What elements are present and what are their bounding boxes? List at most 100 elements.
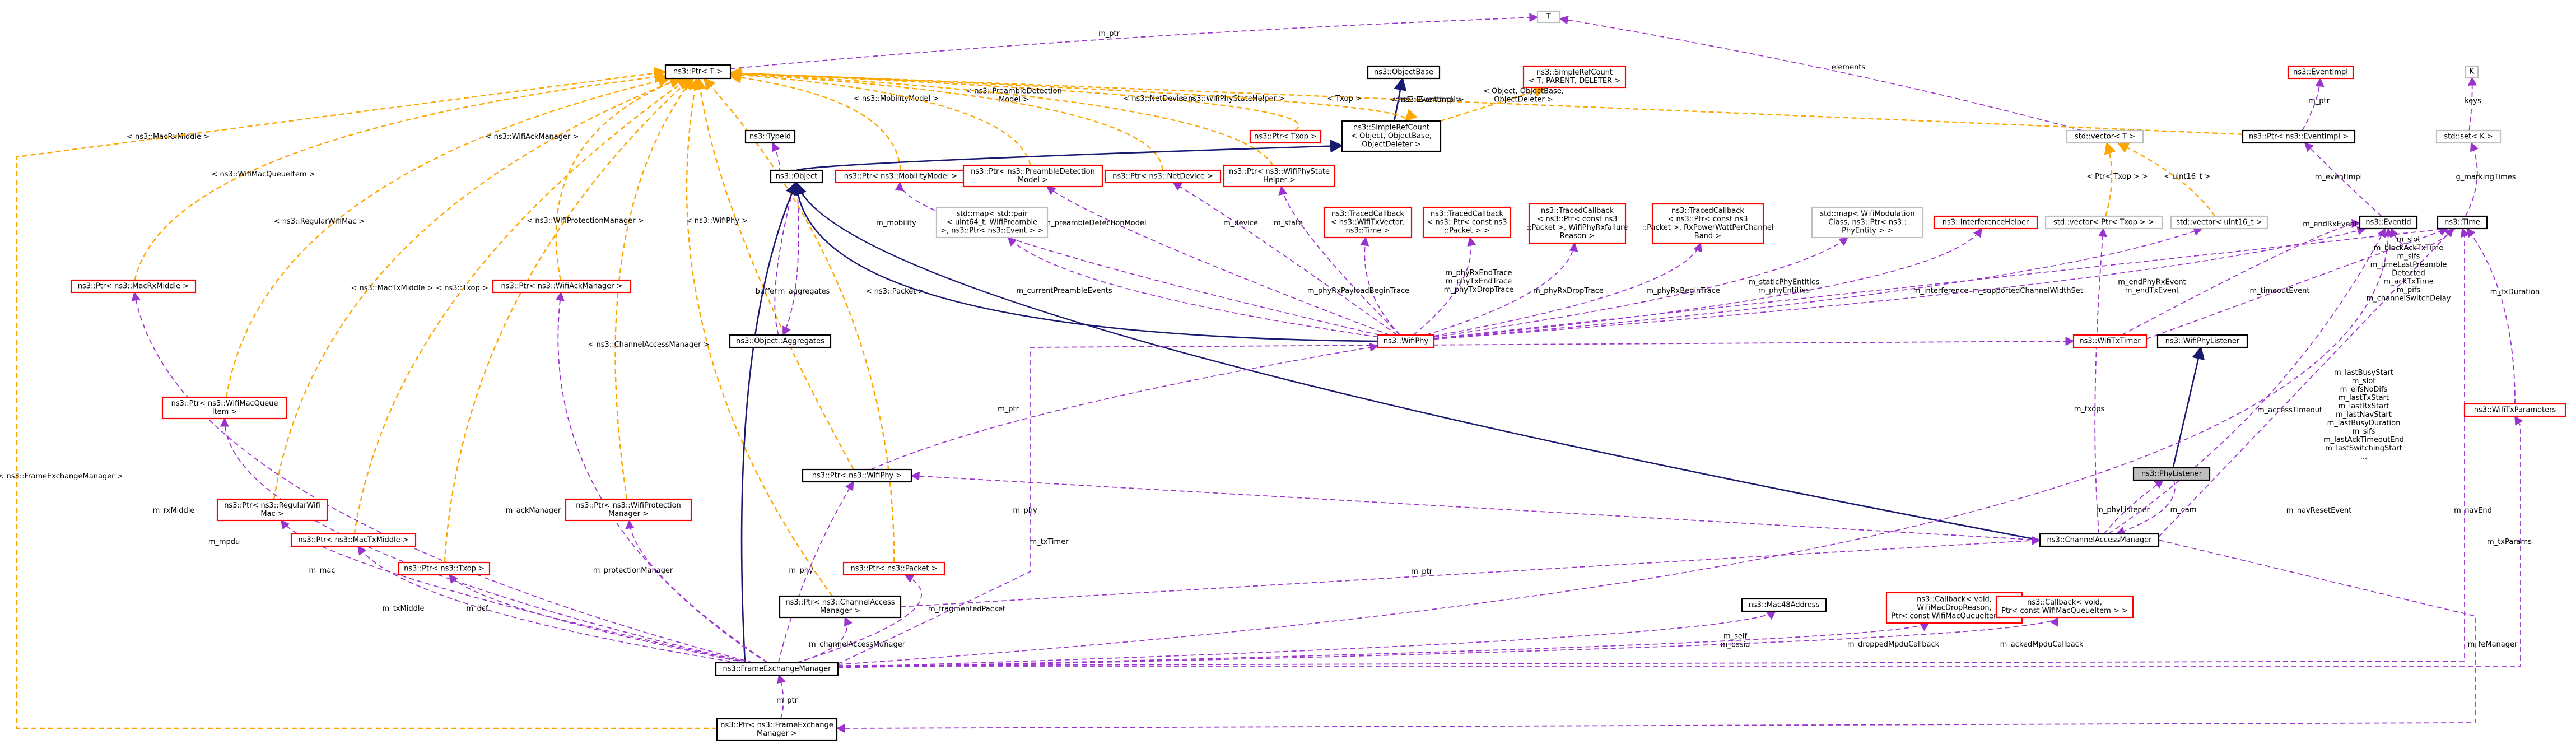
edge-label-line: < Object, ObjectBase, [1483,87,1564,96]
class-node-MapPreamble[interactable]: std::map< std::pair< uint64_t, WifiPream… [935,206,1049,239]
edge-line [729,67,2243,135]
class-node-SimpleRefCountObj[interactable]: ns3::SimpleRefCount< Object, ObjectBase,… [1341,120,1442,152]
class-node-TypeId[interactable]: ns3::TypeId [744,129,796,144]
class-node-TracedCbRxPower[interactable]: ns3::TracedCallback< ns3::Ptr< const ns3… [1642,203,1774,244]
class-node-PtrNetDevice[interactable]: ns3::Ptr< ns3::NetDevice > [1104,169,1222,184]
edge-line [357,545,739,663]
class-node-Mac48Address[interactable]: ns3::Mac48Address [1741,598,1827,612]
class-node-CallbackDropped[interactable]: ns3::Callback< void,WifiMacDropReason,Pt… [1885,592,2023,624]
edge-label: < ns3::MacTxMiddle > [351,284,434,292]
edge-WifiPhy-to-Object [790,181,1378,342]
class-node-WifiTxParameters[interactable]: ns3::WifiTxParameters [2463,403,2566,417]
edge-label-line: m_timeoutEvent [2249,287,2309,295]
class-node-WifiTxTimer[interactable]: ns3::WifiTxTimer [2072,334,2148,348]
edge-line [1433,242,1702,337]
edge-label: m_mobility [876,219,916,227]
class-node-Time[interactable]: ns3::Time [2437,215,2488,230]
class-name-line: Helper > [1263,176,1296,184]
edge-line [686,77,833,597]
class-node-WifiPhy[interactable]: ns3::WifiPhy [1377,334,1435,348]
class-name-line: T [1546,13,1551,21]
edge-label-line: m_endPhyRxEvent [2118,278,2186,287]
class-node-VectorT[interactable]: std::vector< T > [2066,129,2144,144]
edge-line [729,71,901,171]
class-name: ns3::WifiTxTimer [2079,337,2141,346]
edge-label-line: m_channelAccessManager [809,640,906,649]
class-node-ObjectAggregates[interactable]: ns3::Object::Aggregates [729,334,832,348]
class-node-EventId[interactable]: ns3::EventId [2359,215,2418,230]
class-name-line: ns3::Object::Aggregates [736,337,824,346]
class-node-PhyListener[interactable]: ns3::PhyListener [2132,467,2211,481]
class-node-CallbackAcked[interactable]: ns3::Callback< void,Ptr< const WifiMacQu… [1995,595,2134,619]
class-name: ns3::Ptr< ns3::NetDevice > [1112,173,1213,181]
edge-line [838,415,2523,667]
class-node-VectorUint16[interactable]: std::vector< uint16_t > [2170,215,2268,230]
class-node-PtrMacTxMiddle[interactable]: ns3::Ptr< ns3::MacTxMiddle > [290,533,417,547]
class-node-Object[interactable]: ns3::Object [770,169,823,184]
class-node-WifiPhyListener[interactable]: ns3::WifiPhyListener [2156,334,2248,348]
edge-WifiPhy-to-MapPreamble: m_currentPreambleEvents [1007,236,1378,338]
edge-line [273,77,682,500]
class-name: ns3::Time [2444,218,2480,227]
class-name: ns3::Ptr< ns3::MacRxMiddle > [78,282,189,291]
class-name: ns3::Ptr< ns3::EventImpl > [2249,133,2349,141]
class-name-line: ns3::Ptr< ns3::PreambleDetection [971,168,1095,176]
edge-line [729,68,1163,171]
class-node-VectorPtrTxop[interactable]: std::vector< Ptr< Txop > > [2044,215,2163,230]
edge-label: m_channelAccessManager [809,640,906,649]
class-node-TracedCbTxVector[interactable]: ns3::TracedCallback< ns3::WifiTxVector,n… [1323,206,1413,239]
edge-Time-to-SetK: g_markingTimes [2456,142,2516,217]
class-name-line: WifiMacDropReason, [1917,604,1992,612]
edge-line [2465,142,2479,217]
edge-FrameExchangeManager-to-Object [740,181,798,663]
edge-label-line: m_txParams [2487,538,2532,546]
class-node-PtrWifiAckManager[interactable]: ns3::Ptr< ns3::WifiAckManager > [492,279,632,294]
class-node-TracedCbDrop[interactable]: ns3::TracedCallback< ns3::Ptr< const ns3… [1527,203,1628,244]
class-node-EventImpl[interactable]: ns3::EventImpl [2287,65,2354,80]
edge-line [2116,142,2216,217]
class-node-K[interactable]: K [2465,65,2479,78]
class-node-PtrEventImpl[interactable]: ns3::Ptr< ns3::EventImpl > [2242,129,2356,144]
class-box [2132,467,2211,481]
class-node-SetK[interactable]: std::set< K > [2435,129,2502,144]
edge-label-line: m_lastBusyDuration [2327,419,2401,427]
edge-label-line: < Ptr< Txop > > [2086,173,2148,181]
class-node-PtrPacket[interactable]: ns3::Ptr< ns3::Packet > [842,561,945,576]
edge-label: elements [1832,63,1866,72]
class-node-PtrMacRxMiddle[interactable]: ns3::Ptr< ns3::MacRxMiddle > [70,279,197,294]
edge-label: m_droppedMpduCallback [1847,640,1940,649]
class-node-T[interactable]: T [1536,10,1561,24]
edge-label-line: m_phyRxPayloadBeginTrace [1307,287,1409,295]
class-node-FrameExchangeManager[interactable]: ns3::FrameExchangeManager [715,662,839,676]
edge-VectorUint16-to-VectorT: < uint16_t > [2116,142,2216,217]
class-name-line: < T, PARENT, DELETER > [1529,77,1620,85]
class-node-PtrWifiPhy[interactable]: ns3::Ptr< ns3::WifiPhy > [802,468,912,483]
class-node-TracedCbPacket[interactable]: ns3::TracedCallback< ns3::Ptr< const ns3… [1422,206,1512,239]
class-node-PtrTxop[interactable]: ns3::Ptr< Txop > [1249,129,1322,144]
class-box [962,164,1103,188]
class-name-line: ns3::Ptr< ns3::NetDevice > [1112,173,1213,181]
class-node-InterferenceHelper[interactable]: ns3::InterferenceHelper [1933,215,2038,230]
class-node-ObjectBase[interactable]: ns3::ObjectBase [1367,65,1441,80]
class-node-PtrT[interactable]: ns3::Ptr< T > [664,64,732,80]
class-node-ChannelAccessManager[interactable]: ns3::ChannelAccessManager [2039,533,2160,547]
class-name-line: < ns3::Ptr< const ns3 [1538,215,1618,224]
edge-line [694,77,855,470]
class-name: ns3::TracedCallback< ns3::Ptr< const ns3… [1642,207,1774,240]
class-node-SimpleRefCountT[interactable]: ns3::SimpleRefCount< T, PARENT, DELETER … [1522,65,1627,89]
class-node-PtrTxop2[interactable]: ns3::Ptr< ns3::Txop > [398,561,491,576]
class-node-PtrMobilityModel[interactable]: ns3::Ptr< ns3::MobilityModel > [835,169,967,184]
edge-FrameExchangeManager-to-Time: m_navEnd [837,227,2492,666]
